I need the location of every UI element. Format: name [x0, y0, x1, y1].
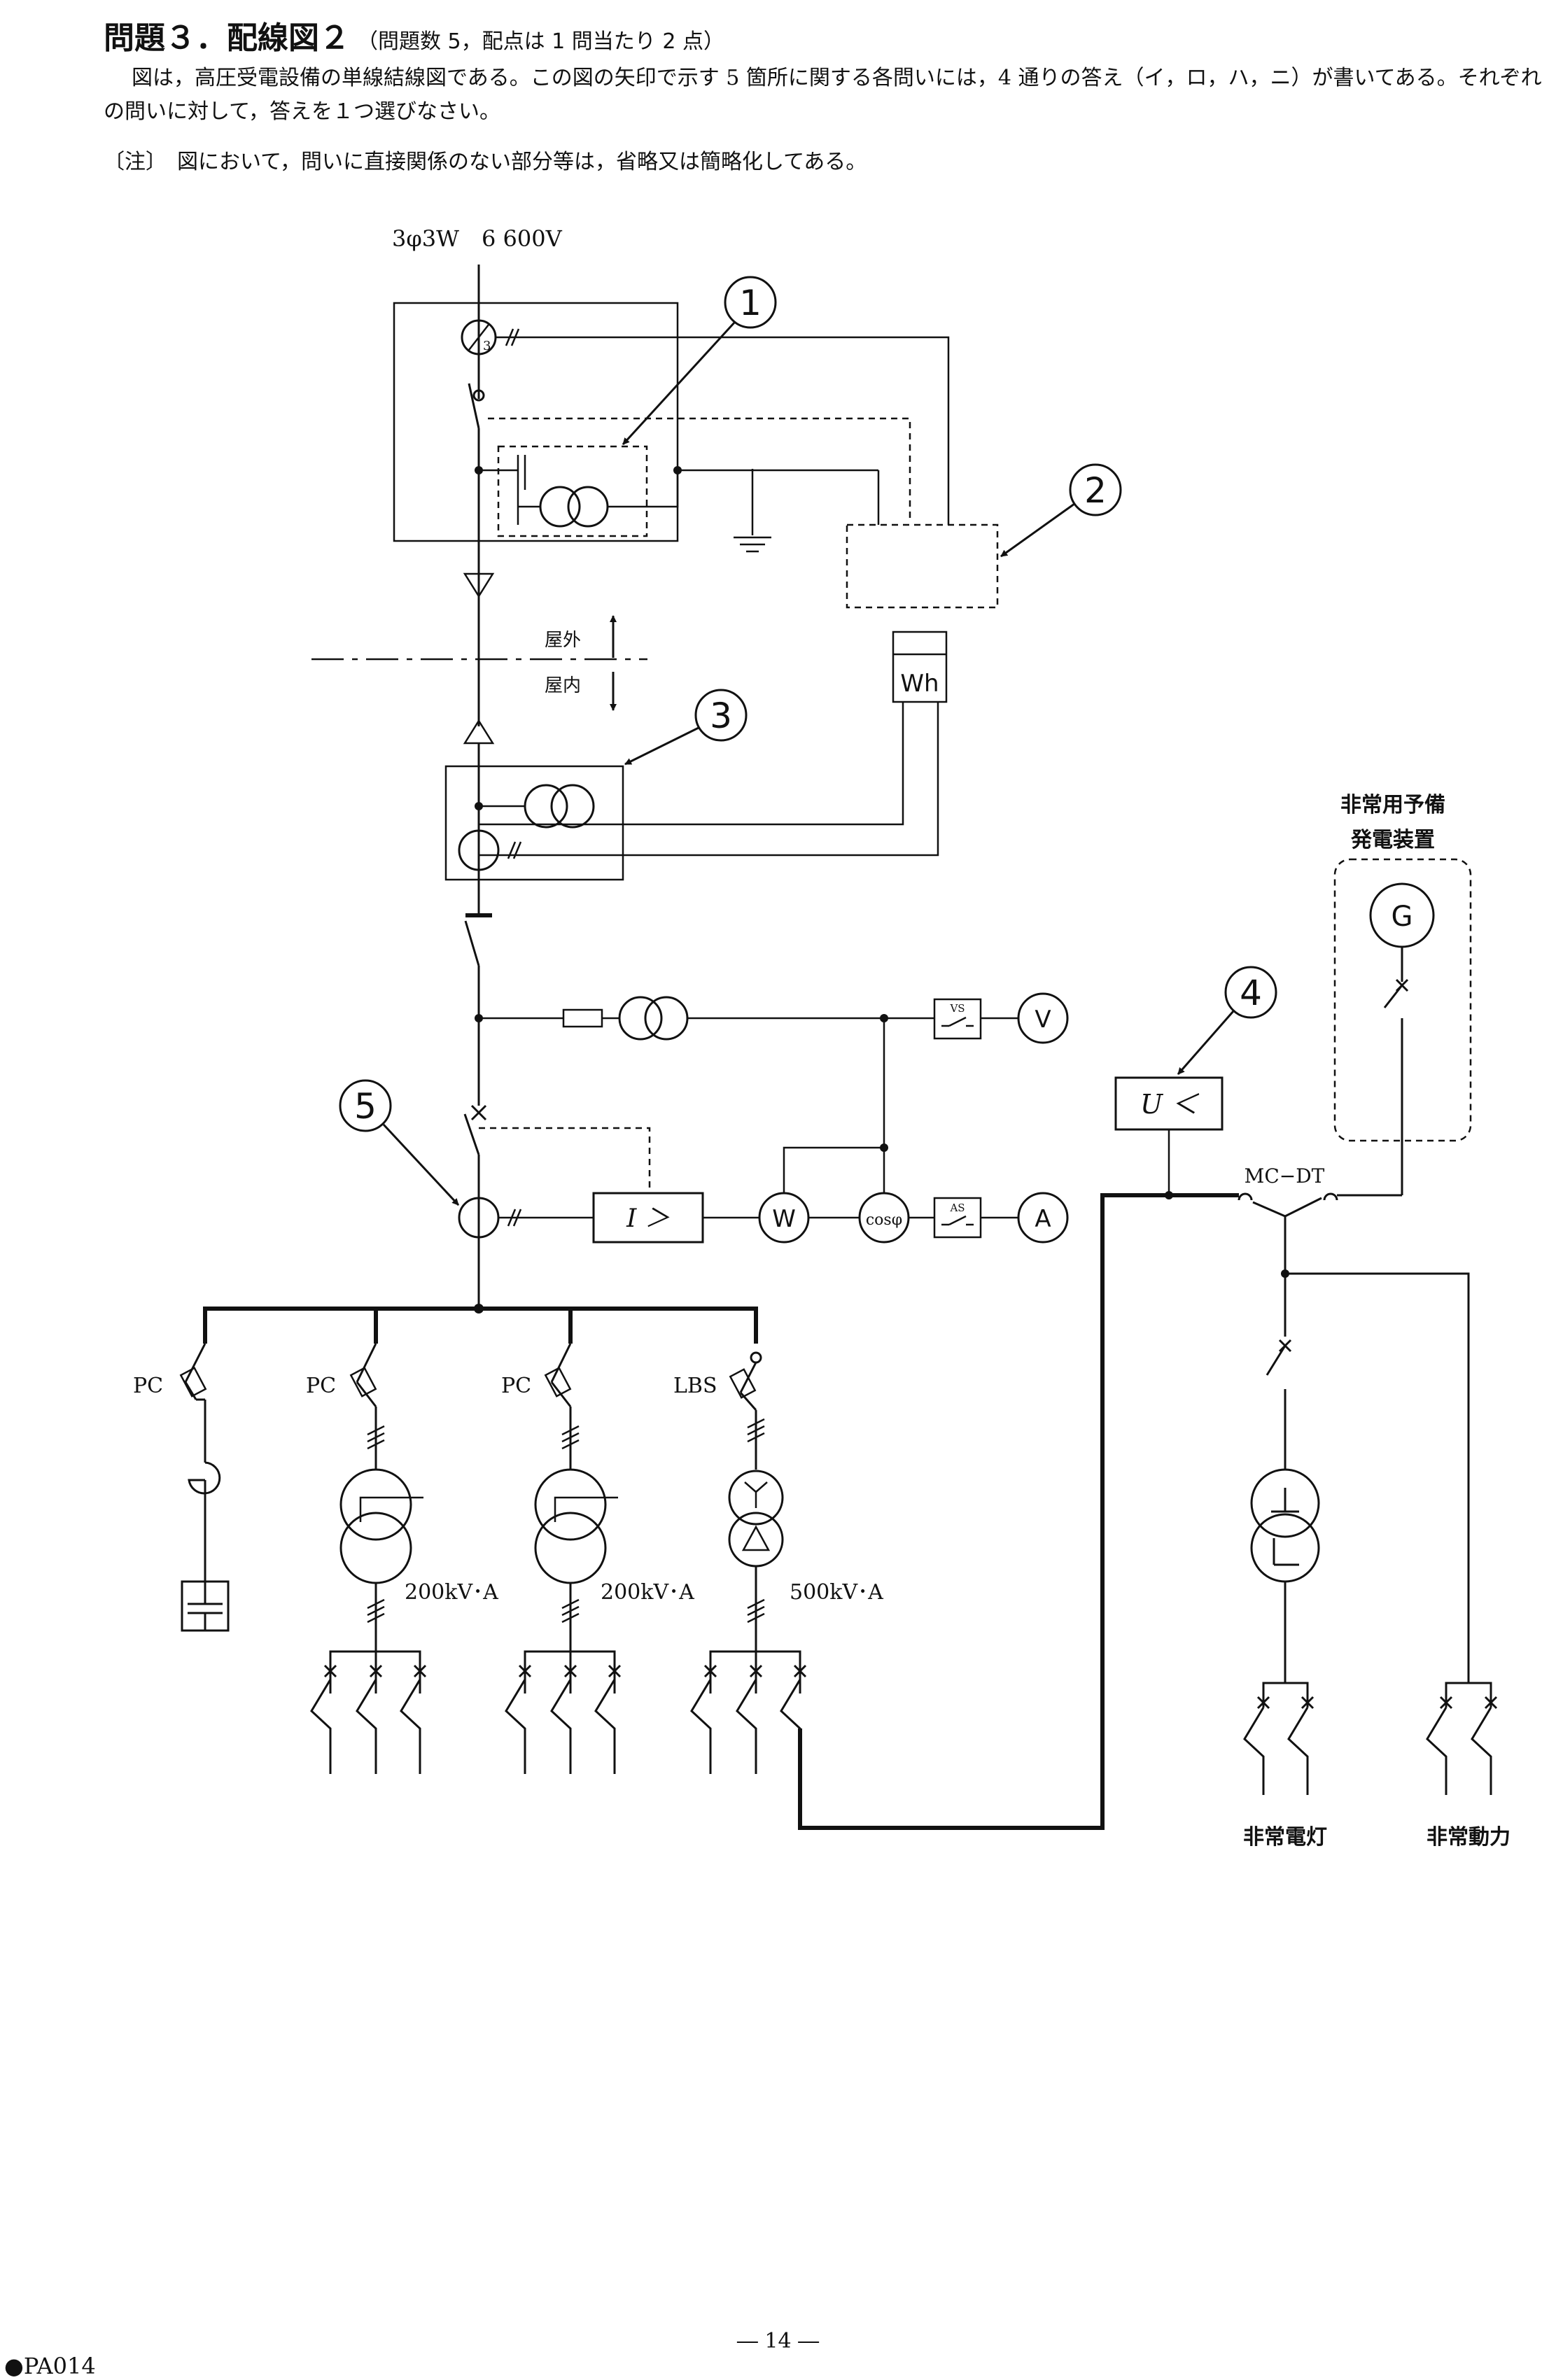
ammeter	[1017, 1192, 1069, 1244]
emergency-lighting-feeders	[1243, 1682, 1315, 1795]
vct-vt-right	[550, 784, 595, 829]
vt2-left	[618, 996, 663, 1041]
svg-text:3: 3	[710, 696, 732, 736]
instruction-paragraph: 図は，高圧受電設備の単線結線図である。この図の矢印で示す 5 箇所に関する各問い…	[104, 66, 1542, 124]
wattmeter-label: W	[772, 1205, 796, 1233]
vct-ct	[458, 829, 500, 871]
lv-feeders-branch-3	[505, 1650, 622, 1774]
main-bus	[203, 1307, 758, 1344]
pas-trip-dashed	[488, 417, 911, 518]
voltmeter	[1017, 992, 1069, 1044]
ammeter-label: A	[1035, 1205, 1051, 1233]
callout-3-target	[444, 765, 624, 881]
emergency-breaker	[1266, 1345, 1287, 1376]
tr-200-b-primary	[534, 1468, 607, 1541]
tr-500-primary	[728, 1470, 784, 1526]
generator-breaker	[1383, 985, 1403, 1008]
as-label: AS	[949, 1202, 965, 1214]
emergency-light-label: 非常電灯	[1243, 1825, 1327, 1850]
vt-fuse	[562, 1008, 603, 1028]
upper-panel-box	[393, 302, 679, 542]
cb-blade	[463, 1113, 480, 1155]
svg-text:5: 5	[354, 1086, 377, 1127]
ground-wire	[678, 469, 754, 535]
branch-3-pc	[550, 1343, 572, 1383]
vt2-right	[644, 996, 689, 1041]
svg-text:1: 1	[739, 283, 762, 323]
branch-1-pc	[184, 1343, 206, 1383]
tr-200-a-primary	[339, 1468, 412, 1541]
indoor-label: 屋内	[545, 675, 581, 696]
supply-label: 3φ3W 6 600V	[392, 225, 563, 252]
generator-label: G	[1392, 901, 1413, 933]
problem-title: 問題３．配線図２ （問題数 5，配点は 1 問当たり 2 点）	[104, 13, 724, 57]
instruction-note: 〔注〕 図において，問いに直接関係のない部分等は，省略又は簡略化してある。	[104, 150, 867, 174]
tr-200-b-secondary	[534, 1512, 607, 1584]
branch-4-capacity: 500kV･A	[790, 1580, 883, 1605]
tr-200-a-secondary	[339, 1512, 412, 1584]
callout-1: 1	[622, 276, 777, 446]
title-text: 問題３．配線図２	[104, 20, 350, 56]
generator-title-1: 非常用予備	[1340, 793, 1445, 817]
page-number: ― 14 ―	[736, 2329, 820, 2353]
emergency-power-feeders	[1426, 1682, 1498, 1795]
document-code: ●PA014	[4, 2353, 96, 2379]
zct-wire	[496, 336, 950, 525]
vct-vt-left	[524, 784, 568, 829]
lighting-tr-secondary	[1250, 1513, 1320, 1583]
callout-2-target	[846, 523, 999, 609]
ocr-trip-dashed	[479, 1127, 651, 1193]
tr-500-secondary	[728, 1512, 784, 1568]
uvr-label: U ＜	[1140, 1089, 1200, 1120]
callout-1-target	[497, 445, 648, 537]
series-reactor	[188, 1461, 221, 1495]
wh-label: Wh	[900, 670, 939, 698]
branch-3-switch-label: PC	[501, 1374, 531, 1398]
callout-4: 4	[1177, 966, 1277, 1075]
title-subtitle: （問題数 5，配点は 1 問当たり 2 点）	[357, 29, 724, 54]
lv-feeders-branch-4	[690, 1650, 807, 1774]
branch-4-switch-label: LBS	[673, 1374, 717, 1398]
outdoor-label: 屋外	[545, 630, 581, 651]
branch-2-pc	[356, 1343, 377, 1383]
wh-wire-2	[479, 702, 939, 857]
callout-5: 5	[339, 1079, 460, 1206]
cable-head-upper	[463, 572, 495, 598]
ct-tag: 3	[483, 339, 491, 353]
mcdt-blade-left	[1252, 1201, 1286, 1218]
callout-3: 3	[624, 689, 748, 766]
pas-switch-blade	[468, 383, 480, 429]
lighting-tr-primary	[1250, 1468, 1320, 1538]
voltmeter-label: V	[1035, 1006, 1051, 1034]
vt-coil-right	[567, 486, 609, 528]
mcdt-blade-right	[1284, 1197, 1322, 1218]
svg-text:2: 2	[1084, 470, 1107, 511]
vs-label: VS	[949, 1002, 965, 1015]
wh-wire-1	[479, 702, 904, 826]
lv-feeders-branch-2	[310, 1650, 427, 1774]
callout-2: 2	[1000, 463, 1122, 558]
emergency-power-label: 非常動力	[1427, 1825, 1511, 1850]
mcdt-label: MC−DT	[1245, 1164, 1325, 1188]
generator-title-2: 発電装置	[1350, 828, 1435, 852]
ds-blade	[464, 920, 480, 966]
branch-2-capacity: 200kV･A	[405, 1580, 498, 1605]
wh-meter-box	[892, 631, 948, 703]
emergency-tie-line	[798, 1193, 1239, 1830]
branch-3-capacity: 200kV･A	[601, 1580, 694, 1605]
pf-meter-label: cosφ	[866, 1211, 902, 1229]
branch-2-switch-label: PC	[306, 1374, 336, 1398]
svg-text:4: 4	[1240, 973, 1262, 1013]
branch-1-switch-label: PC	[133, 1374, 163, 1398]
ocr-label: I ＞	[626, 1204, 670, 1233]
